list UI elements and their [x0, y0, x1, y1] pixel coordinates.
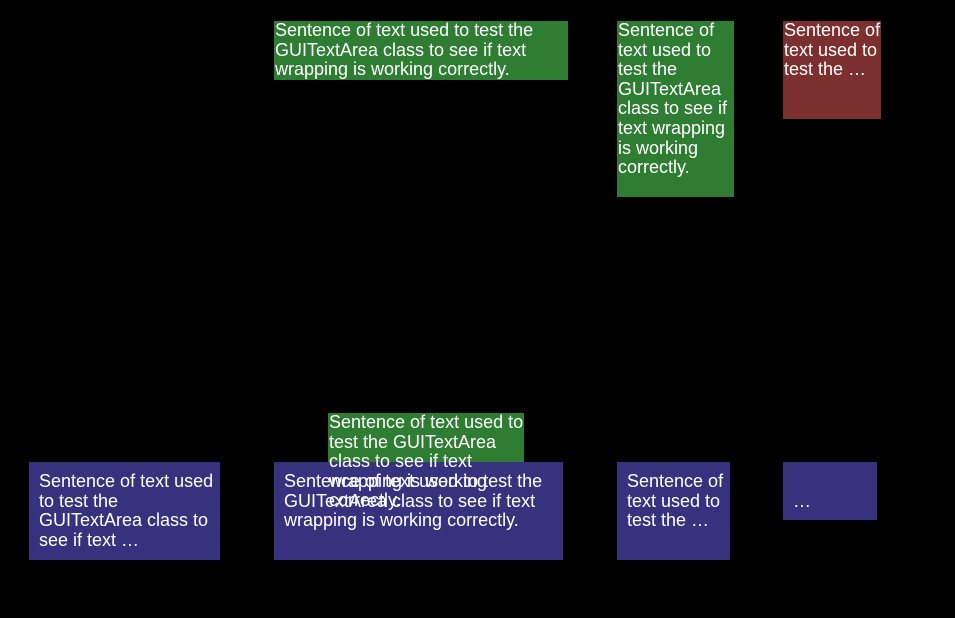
text-area-content: Sentence of text used to test the GUITex… [284, 471, 543, 531]
text-area-content: Sentence of text used to test the GUITex… [329, 412, 524, 511]
text-area-narrow-green: Sentence of text used to test the GUITex… [617, 21, 734, 197]
text-area-content: Sentence of text used to test the … [784, 21, 881, 80]
text-area-content: Sentence of text used to test the GUITex… [39, 471, 214, 550]
text-area-middle-blue: Sentence of text used to test the GUITex… [274, 462, 563, 560]
text-area-truncated-red: Sentence of text used to test the … [783, 21, 881, 119]
text-area-content: Sentence of text used to test the GUITex… [618, 21, 728, 178]
text-area-overflow-green: Sentence of text used to test the GUITex… [328, 412, 524, 510]
text-area-left-blue: Sentence of text used to test the GUITex… [29, 462, 220, 560]
text-area-wide-green: Sentence of text used to test the GUITex… [274, 21, 568, 80]
text-area-content: … [793, 491, 811, 511]
text-area-narrow-blue: Sentence of text used to test the … [617, 462, 730, 560]
text-area-small-blue: … [783, 462, 877, 520]
text-area-content: Sentence of text used to test the GUITex… [275, 21, 534, 80]
text-area-content: Sentence of text used to test the … [627, 471, 724, 531]
text-area-overflow-green-background [328, 413, 524, 462]
